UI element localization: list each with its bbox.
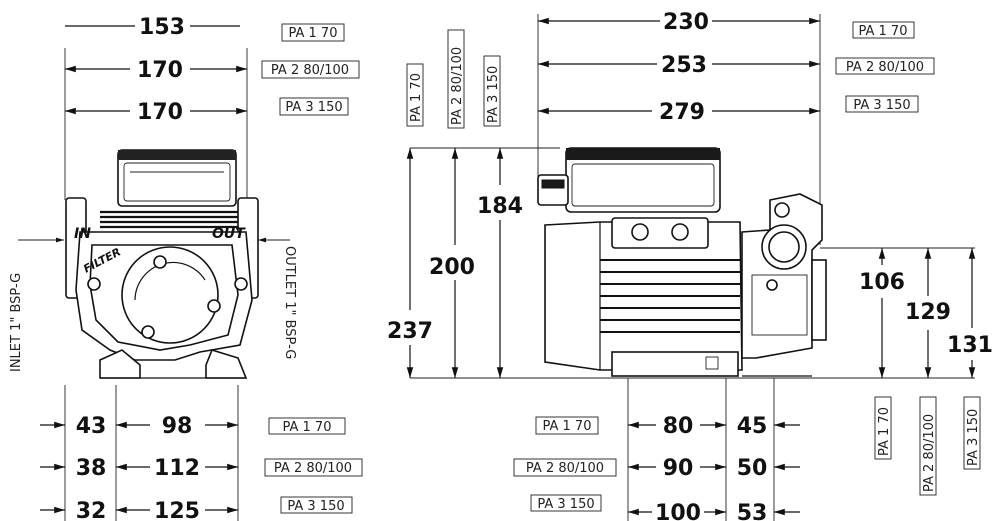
- front-width-153: 153: [139, 15, 185, 40]
- svg-text:112: 112: [154, 456, 200, 481]
- outlet-callout: OUTLET 1" BSP-G: [258, 237, 297, 359]
- svg-text:PA 3 150: PA 3 150: [285, 100, 342, 115]
- port-model-box-3: PA 3 150: [963, 396, 981, 470]
- svg-text:PA 3 150: PA 3 150: [966, 409, 981, 466]
- front-model-box-3: PA 3 150: [279, 97, 349, 116]
- front-foot-row-3: 32 125 PA 3 150: [40, 496, 353, 521]
- svg-text:90: 90: [663, 456, 694, 481]
- svg-text:50: 50: [737, 456, 768, 481]
- svg-text:PA 1 70: PA 1 70: [859, 24, 908, 39]
- svg-text:PA 1 70: PA 1 70: [543, 419, 592, 434]
- front-view: 153 170 170 PA 1 70 PA 2 80/100 PA 3 150: [9, 15, 363, 521]
- svg-text:PA 1 70: PA 1 70: [283, 420, 332, 435]
- side-foot-row-3: PA 3 150 100 53: [530, 494, 800, 521]
- front-width-dim-1: 153: [65, 15, 240, 40]
- side-model-box-3: PA 3 150: [845, 95, 919, 113]
- svg-text:100: 100: [655, 501, 701, 521]
- svg-text:PA 1 70: PA 1 70: [877, 407, 892, 456]
- svg-text:PA 2 80/100: PA 2 80/100: [271, 63, 349, 78]
- svg-text:98: 98: [162, 414, 193, 439]
- front-model-box-1: PA 1 70: [281, 23, 345, 42]
- front-width-dim-3: 170: [65, 100, 247, 125]
- inlet-callout: INLET 1" BSP-G: [9, 237, 64, 372]
- side-length-dim-1: 230: [538, 10, 820, 35]
- side-foot-row-2: PA 2 80/100 90 50: [513, 456, 800, 481]
- svg-text:32: 32: [76, 499, 107, 521]
- height-dim-184: 184: [477, 148, 523, 378]
- side-pump-body: [537, 147, 827, 377]
- front-pump-body: IN OUT FILTER: [65, 149, 259, 379]
- port-dim-131: 131: [947, 248, 993, 378]
- side-length-dim-2: 253: [538, 53, 820, 78]
- height-dim-237: 237: [387, 148, 433, 378]
- svg-text:PA 2 80/100: PA 2 80/100: [274, 461, 352, 476]
- svg-text:PA 1 70: PA 1 70: [289, 26, 338, 41]
- svg-text:PA 3 150: PA 3 150: [287, 499, 344, 514]
- side-length-dim-3: 279: [538, 100, 820, 125]
- side-model-box-1: PA 1 70: [852, 21, 915, 39]
- port-dim-129: 129: [905, 248, 951, 378]
- port-model-box-1: PA 1 70: [874, 396, 892, 460]
- svg-text:200: 200: [429, 255, 475, 280]
- svg-text:PA 2 80/100: PA 2 80/100: [846, 60, 924, 75]
- front-width-170b: 170: [137, 100, 183, 125]
- svg-text:253: 253: [661, 53, 707, 78]
- side-foot-row-1: PA 1 70 80 45: [535, 414, 800, 439]
- svg-text:237: 237: [387, 319, 433, 344]
- svg-text:106: 106: [859, 270, 905, 295]
- in-marking: IN: [74, 226, 91, 242]
- side-model-box-2: PA 2 80/100: [835, 57, 935, 75]
- svg-text:125: 125: [154, 499, 200, 521]
- front-model-box-2: PA 2 80/100: [261, 60, 360, 79]
- svg-text:38: 38: [76, 456, 107, 481]
- svg-text:PA 2 80/100: PA 2 80/100: [922, 414, 937, 492]
- height-model-box-2: PA 2 80/100: [447, 29, 465, 129]
- out-marking: OUT: [212, 226, 246, 242]
- svg-text:PA 2 80/100: PA 2 80/100: [526, 461, 604, 476]
- height-dim-200: 200: [429, 148, 475, 378]
- port-dim-106: 106: [859, 248, 905, 378]
- svg-text:43: 43: [76, 414, 107, 439]
- svg-text:PA 3 150: PA 3 150: [537, 497, 594, 512]
- svg-text:PA 1 70: PA 1 70: [409, 73, 424, 122]
- svg-text:184: 184: [477, 194, 523, 219]
- front-width-170a: 170: [137, 58, 183, 83]
- svg-text:230: 230: [663, 10, 709, 35]
- front-width-dim-2: 170: [65, 58, 247, 83]
- svg-text:PA 2 80/100: PA 2 80/100: [450, 47, 465, 125]
- svg-text:PA 3 150: PA 3 150: [486, 66, 501, 123]
- outlet-label: OUTLET 1" BSP-G: [282, 246, 297, 359]
- height-model-box-1: PA 1 70: [406, 63, 424, 127]
- svg-text:129: 129: [905, 300, 951, 325]
- svg-text:80: 80: [663, 414, 694, 439]
- svg-text:PA 3 150: PA 3 150: [853, 98, 910, 113]
- svg-text:131: 131: [947, 333, 993, 358]
- svg-text:45: 45: [737, 414, 768, 439]
- height-model-box-3: PA 3 150: [483, 55, 501, 127]
- front-foot-row-2: 38 112 PA 2 80/100: [40, 456, 363, 481]
- inlet-label: INLET 1" BSP-G: [9, 273, 24, 372]
- port-model-box-2: PA 2 80/100: [919, 396, 937, 496]
- svg-text:279: 279: [659, 100, 705, 125]
- svg-text:53: 53: [737, 501, 768, 521]
- front-foot-row-1: 43 98 PA 1 70: [40, 414, 346, 439]
- side-view: 230 253 279 PA 1 70 PA 2 80/100 PA 3 150: [387, 10, 993, 521]
